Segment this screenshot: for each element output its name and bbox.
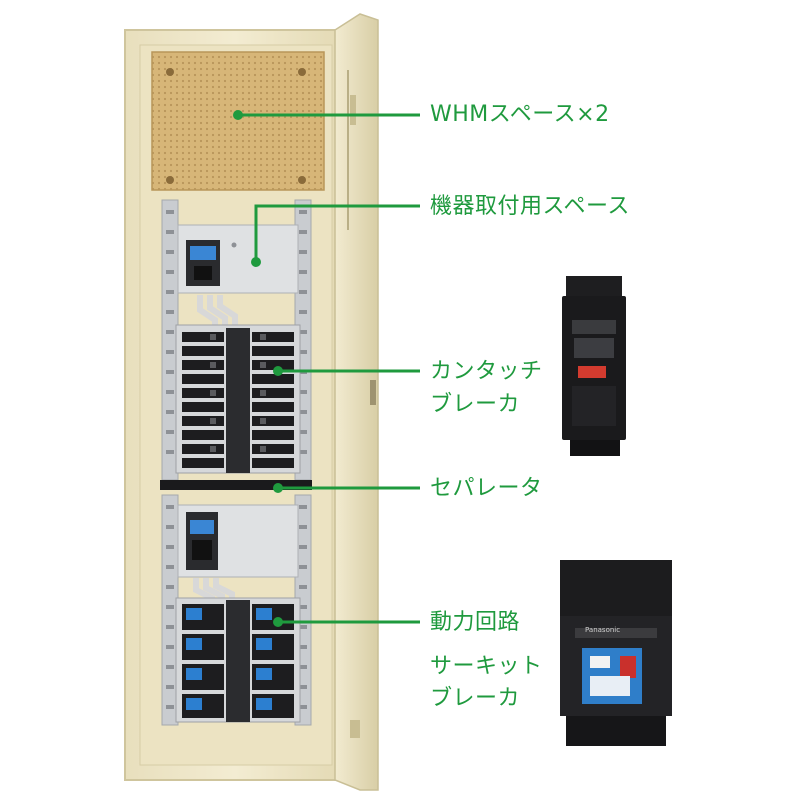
product-brand-label: Panasonic [585,626,621,634]
label-power-line3: ブレーカ [430,686,521,711]
lower-mounting-plate [177,504,299,578]
label-separator: セパレータ [430,476,543,501]
callout-separator-leader [273,483,420,493]
label-power-line1: 動力回路 [430,610,521,635]
upper-rails [161,199,312,481]
label-equipment-space: 機器取付用スペース [430,194,630,219]
label-kantacchi-line2: ブレーカ [430,392,521,417]
branch-breaker-product [562,276,626,456]
label-power-line2: サーキット [430,654,543,679]
label-whm-space: WHMスペース×2 [430,102,610,127]
separator-bar [160,480,312,490]
callout-power-leader [273,617,420,627]
branch-breaker-block [175,324,301,474]
callout-whm-leader [233,110,420,120]
label-kantacchi-line1: カンタッチ [430,359,543,384]
callout-branch-leader [273,366,420,376]
callout-lines [233,110,420,627]
cabinet-door [334,13,379,791]
whm-meter-board [151,51,325,191]
power-breaker-block [175,597,301,723]
callout-equipment-leader [251,204,420,267]
equipment-mounting-plate [177,224,299,294]
power-circuit-breaker-product [560,560,672,746]
